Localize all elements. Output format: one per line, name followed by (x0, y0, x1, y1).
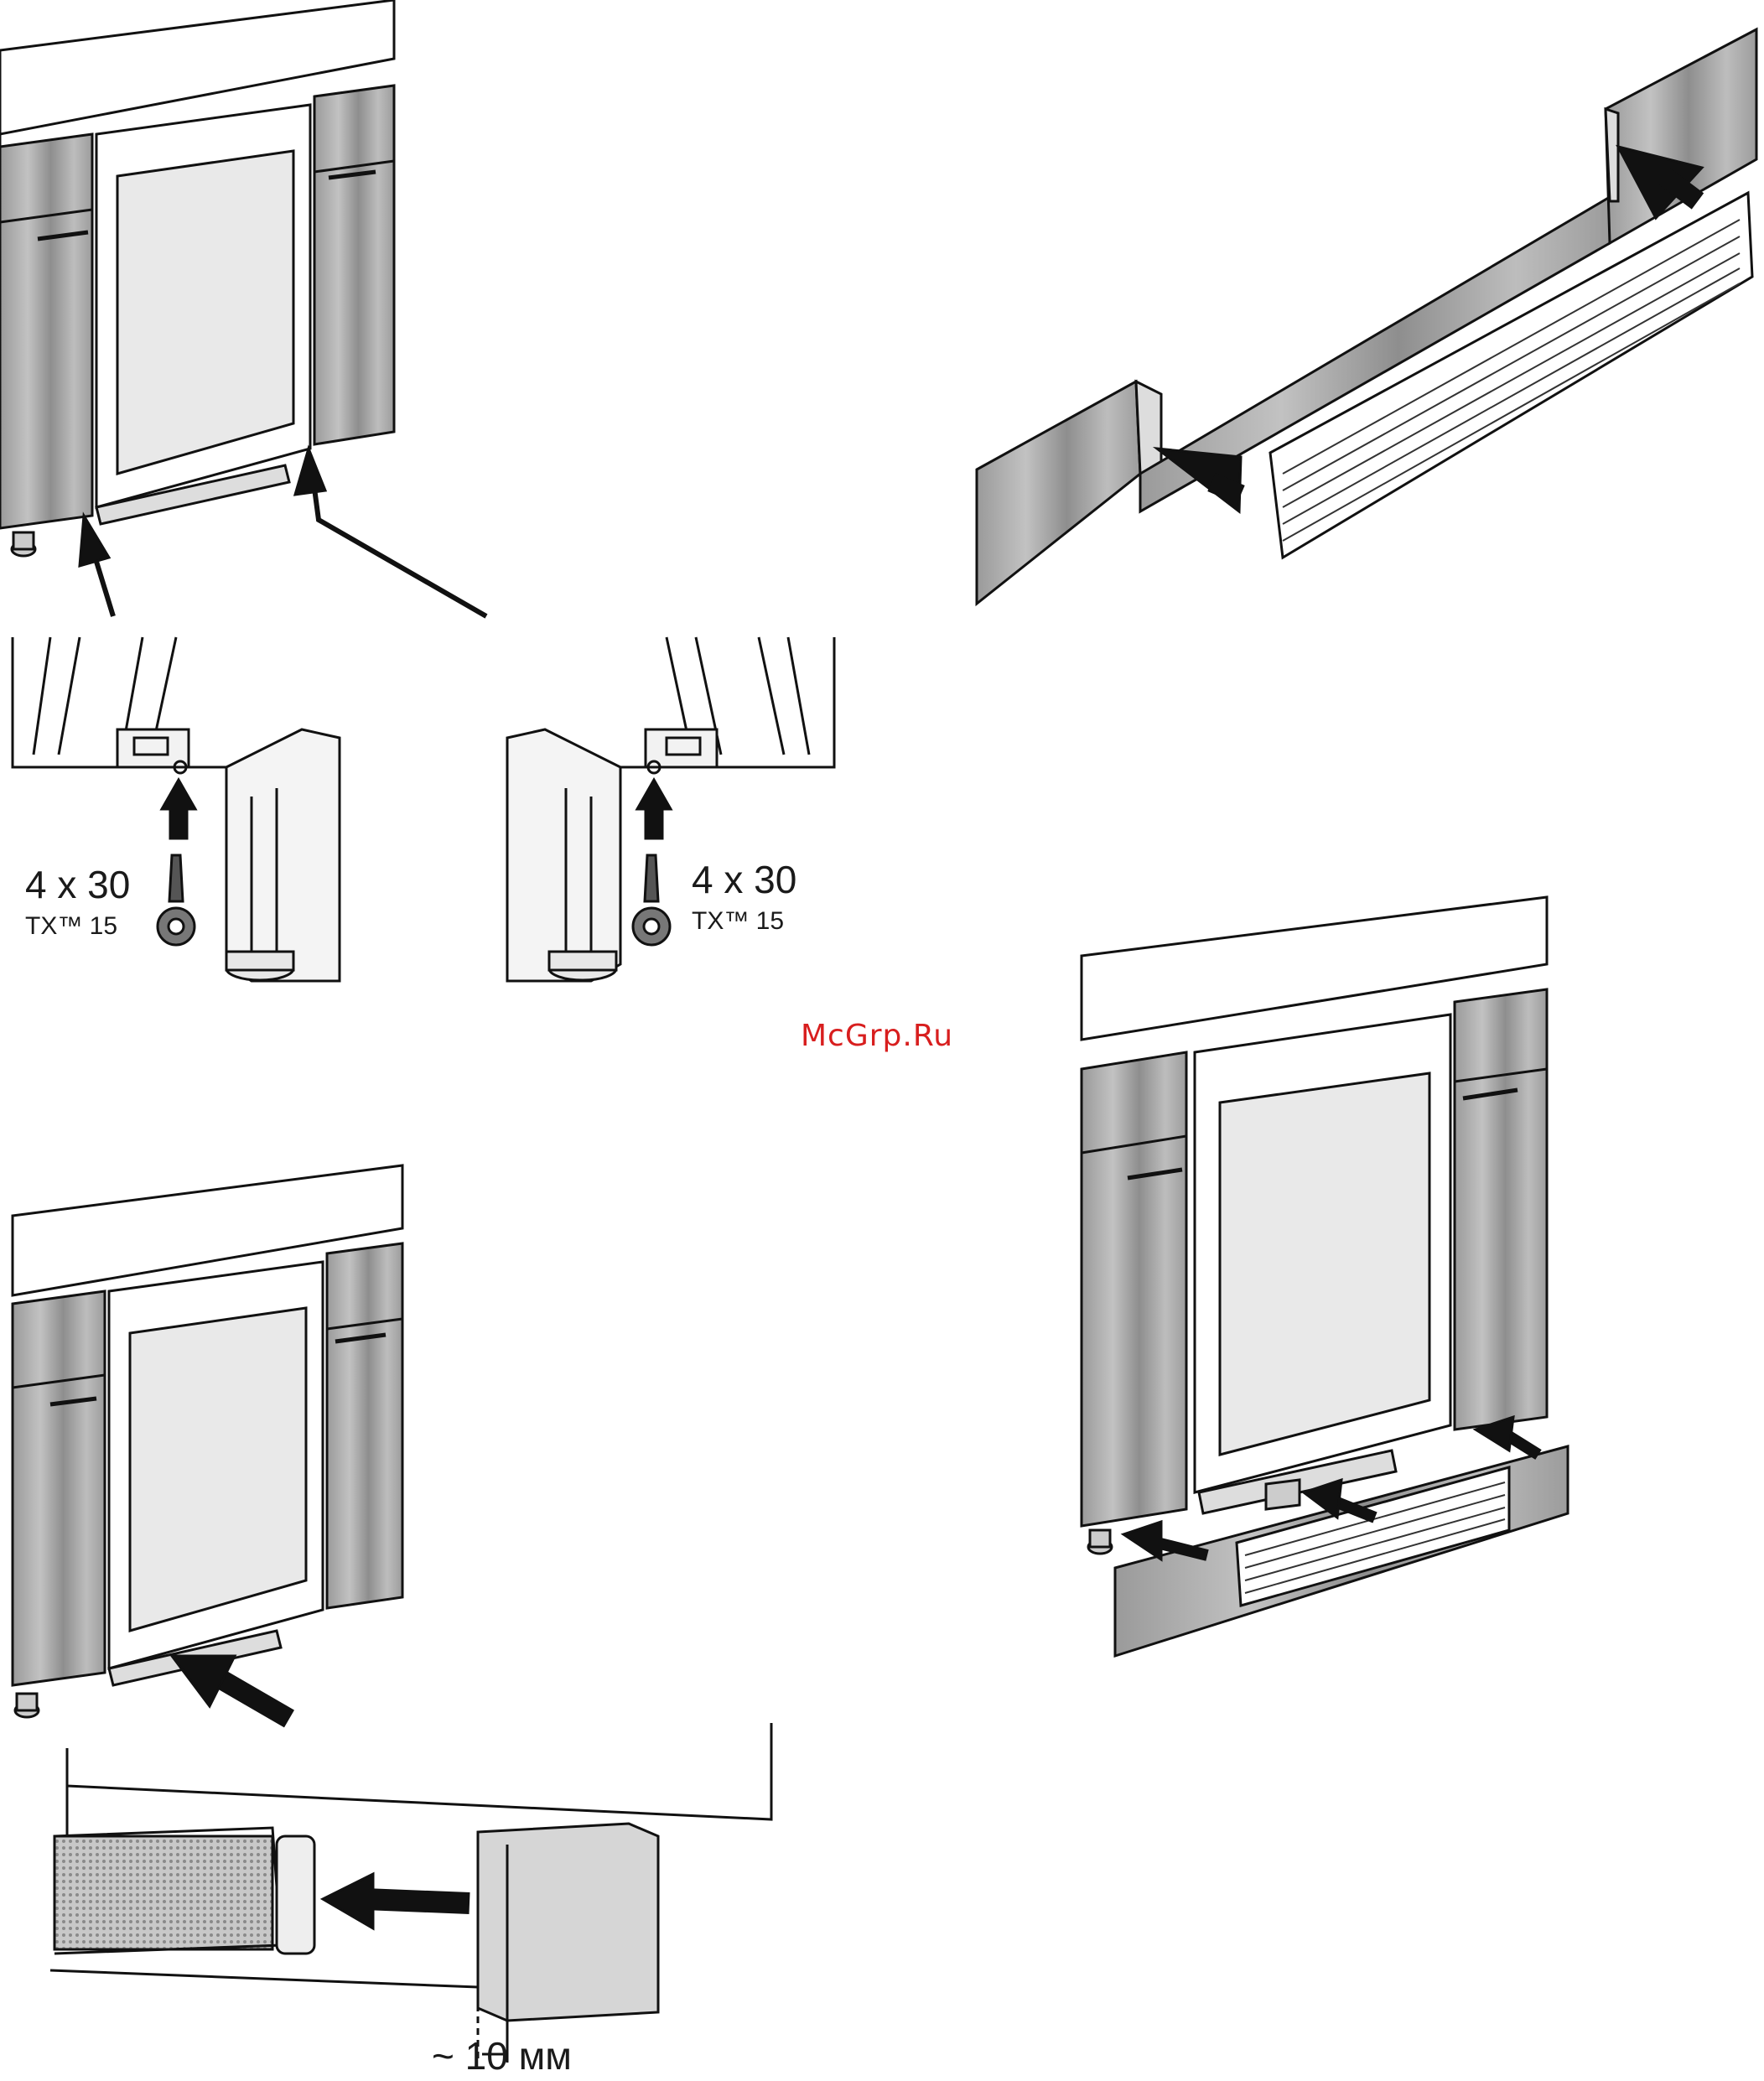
arrow (162, 780, 195, 809)
screw-icon (645, 855, 658, 901)
panel-bottom-right-installed (1082, 897, 1568, 1656)
panel-bottom-left-cabinet (13, 1165, 402, 1719)
watermark-text: McGrp.Ru (801, 1019, 953, 1053)
glass-pane (117, 151, 293, 474)
cabinet-left (1082, 1052, 1186, 1526)
spacer-block (478, 1824, 658, 2021)
screw-right-size-label: 4 x 30 (692, 857, 796, 902)
panel-top-left-cabinet (0, 0, 486, 616)
screw-icon (169, 855, 183, 901)
cabinet-right (1455, 989, 1547, 1430)
panel-top-right-grille (977, 29, 1756, 604)
screw-left-drive-label: TX™ 15 (25, 912, 117, 941)
detail-spacer-gap (50, 1723, 771, 2063)
arrow (323, 1874, 373, 1928)
cabinet-left (13, 1291, 105, 1685)
arrow (637, 780, 671, 809)
cabinet-right (327, 1243, 402, 1608)
screw-right-drive-label: TX™ 15 (692, 907, 784, 936)
spacer-block (1266, 1480, 1300, 1509)
vent-mesh (54, 1836, 272, 1949)
gap-dimension-label: ~ 10 мм (432, 2033, 572, 2078)
glass-pane (130, 1308, 306, 1631)
cabinet-right (314, 86, 394, 444)
cabinet-left (0, 134, 92, 528)
plinth-panel (977, 381, 1140, 604)
glass-pane (1220, 1073, 1429, 1455)
arrow (1123, 1522, 1161, 1559)
arrow (295, 449, 325, 495)
detail-right-screw (507, 637, 834, 981)
screw-left-size-label: 4 x 30 (25, 862, 130, 907)
